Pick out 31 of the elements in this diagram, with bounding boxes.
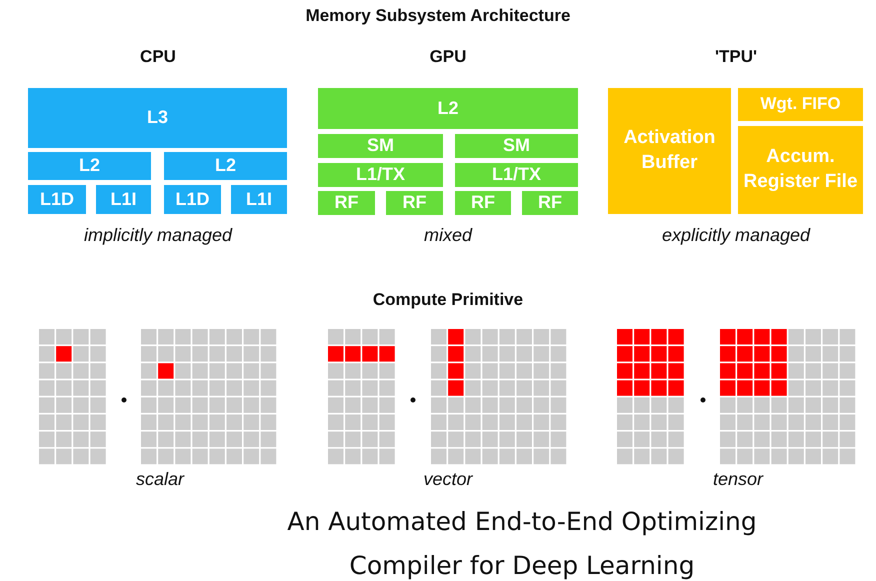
management-caption: explicitly managed [662, 225, 810, 246]
cache-block: L2 [28, 152, 151, 180]
column-heading: CPU [140, 47, 176, 67]
memory-block: RF [386, 191, 443, 215]
figure-caption: An Automated End-to-End Optimizing Compiler for Deep Learning [286, 506, 758, 581]
management-caption: implicitly managed [84, 225, 232, 246]
cache-block: L3 [28, 88, 287, 148]
buffer-block: Accum. Register File [738, 126, 863, 214]
buffer-block: Activation Buffer [608, 88, 731, 214]
memory-block: RF [318, 191, 375, 215]
cache-block: L1I [231, 185, 287, 214]
primitive-caption: vector [423, 469, 473, 490]
column-heading: 'TPU' [714, 47, 758, 67]
primitive-caption: scalar [136, 469, 184, 490]
cache-block: L1D [28, 185, 86, 214]
memory-block: L2 [318, 88, 578, 129]
diagram-title: Memory Subsystem Architecture [306, 6, 570, 26]
memory-block: SM [318, 134, 443, 158]
memory-block: L1/TX [318, 163, 443, 187]
memory-block: SM [455, 134, 578, 158]
memory-block: RF [522, 191, 578, 215]
column-heading: GPU [430, 47, 466, 67]
primitive-caption: tensor [712, 469, 764, 490]
memory-block: L1/TX [455, 163, 578, 187]
cache-block: L2 [164, 152, 287, 180]
buffer-block: Wgt. FIFO [738, 88, 863, 121]
memory-block: RF [455, 191, 511, 215]
cache-block: L1I [96, 185, 151, 214]
cache-block: L1D [164, 185, 221, 214]
management-caption: mixed [424, 225, 472, 246]
section-heading: Compute Primitive [372, 290, 524, 310]
